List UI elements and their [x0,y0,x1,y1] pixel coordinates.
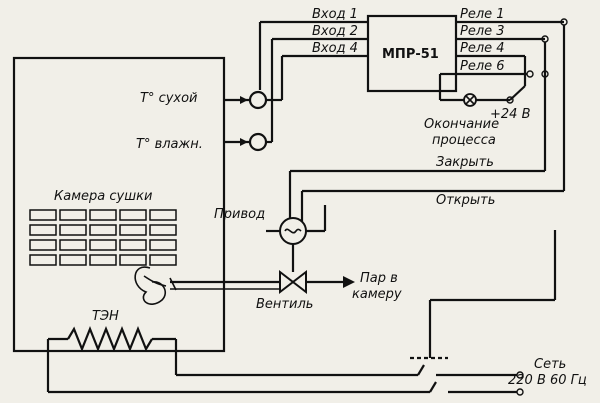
actuator-label: Привод [214,207,265,222]
relay-1-label: Реле 1 [460,7,505,22]
steam-label-line2: камеру [352,287,402,302]
relay-6-label: Реле 6 [460,59,505,74]
rack-tray [89,239,117,251]
rack-tray [29,239,57,251]
mains-terminal-2-icon [516,388,524,396]
rack-tray [29,224,57,236]
power-terminal-icon [506,96,514,104]
wet-sensor-label: Т° влажн. [136,137,203,152]
valve-icon [279,269,307,295]
rack-tray [149,224,177,236]
rack-tray [89,209,117,221]
relay-3-label: Реле 3 [460,24,505,39]
heater-coil-icon [67,326,153,352]
rack-tray [59,224,87,236]
drying-chamber-outline [12,56,226,353]
rack-tray [119,224,147,236]
wet-sensor-icon [248,132,268,152]
steam-inlet-arrow-icon [343,276,355,288]
mains-terminal-1-icon [516,371,524,379]
wet-sensor-arrow-icon [240,138,248,146]
actuator-icon [279,217,307,245]
mains-label-line2: 220 В 60 Гц [508,373,587,388]
rack-tray [149,254,177,266]
lamp-caption-line2: процесса [432,133,496,148]
steam-label-line1: Пар в [360,271,398,286]
rack-tray [149,239,177,251]
rack-tray [29,209,57,221]
dry-sensor-icon [248,90,268,110]
relay-6-contact-icon [526,70,534,78]
mains-label-line1: Сеть [534,357,566,372]
rack-tray [29,254,57,266]
open-signal-label: Открыть [436,193,495,208]
dry-sensor-arrow-icon [240,96,248,104]
rack-tray [119,254,147,266]
input-1-label: Вход 1 [312,7,358,22]
dry-sensor-label: Т° сухой [140,91,198,106]
rack-tray [119,209,147,221]
rack-tray [59,254,87,266]
heater-label: ТЭН [92,309,119,324]
rack-tray [59,239,87,251]
chamber-label: Камера сушки [54,189,152,204]
lamp-voltage-label: +24 В [490,107,531,122]
rack-tray [119,239,147,251]
input-2-label: Вход 2 [312,24,358,39]
lamp-icon [463,93,477,107]
close-signal-label: Закрыть [436,155,494,170]
controller-box [366,14,458,93]
valve-label: Вентиль [256,297,313,312]
rack-tray [149,209,177,221]
controller-name: МПР-51 [382,47,439,62]
rack-tray [89,224,117,236]
rack-tray [59,209,87,221]
chamber-rack-grid [29,209,177,266]
mains-switch-icon [410,300,448,393]
fan-icon [134,266,177,305]
input-4-label: Вход 4 [312,41,358,56]
relay-4-label: Реле 4 [460,41,505,56]
rack-tray [89,254,117,266]
lamp-caption-line1: Окончание [424,117,499,132]
